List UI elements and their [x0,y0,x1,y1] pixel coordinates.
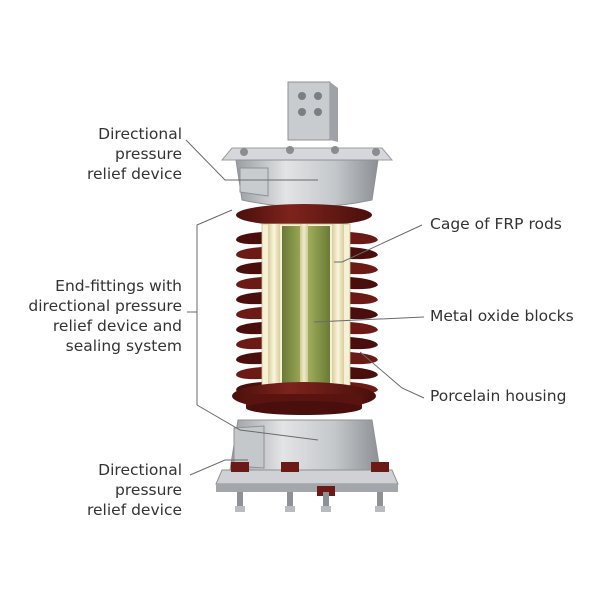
base-bolt [371,462,389,512]
porcelain-shed-left [236,367,262,380]
internal-core [261,223,351,393]
porcelain-shed-left [236,352,262,365]
leader-top-device [185,139,318,181]
label-porcelain-housing: Porcelain housing [430,387,567,405]
base-bolt [281,462,299,512]
label-line: relief device [86,165,182,183]
bottom-end-fitting [215,419,399,492]
frp-rod-right [332,224,344,392]
label-line: directional pressure [28,297,182,315]
porcelain-shed-right [350,352,378,365]
label-top-pressure-relief: Directional pressure relief device [52,124,182,184]
porcelain-shed-right [350,337,378,350]
porcelain-shed-left [236,322,262,335]
frp-rod-left [268,224,280,392]
porcelain-shed-right [350,262,378,275]
label-line: relief device and [52,317,182,335]
leader-lines [185,139,425,476]
porcelain-shed-right [350,292,378,305]
porcelain-shed-right [350,247,378,260]
leader-end-fittings [196,209,319,441]
label-line: Directional [98,461,182,479]
base-bolt [231,462,249,512]
porcelain-shed-left [236,337,262,350]
label-line: pressure [115,145,182,163]
leader-bottom-device [189,459,248,476]
porcelain-shed-left [236,277,262,290]
base-bolt [317,486,335,512]
porcelain-shed-right [350,367,378,380]
porcelain-shed-right [350,277,378,290]
base-bolts [231,462,389,512]
top-terminal-plate [287,81,338,142]
leader-cage [334,224,423,263]
label-end-fittings: End-fittings with directional pressure r… [2,276,182,356]
porcelain-shed-right [350,322,378,335]
label-line: relief device [86,501,182,519]
top-porcelain-flange [236,204,372,226]
label-line: pressure [115,481,182,499]
leader-housing [359,351,425,399]
porcelain-shed-right [350,232,378,245]
label-bottom-pressure-relief: Directional pressure relief device [52,460,182,520]
label-line: sealing system [65,337,182,355]
label-line: End-fittings with [55,277,182,295]
top-end-fitting [220,146,394,208]
porcelain-shed-left [236,247,262,260]
porcelain-shed-left [236,262,262,275]
porcelain-shed-right [350,307,378,320]
label-cage-frp-rods: Cage of FRP rods [430,215,562,233]
label-line: Directional [98,125,182,143]
porcelain-shed-left [236,307,262,320]
porcelain-shed-left [236,232,262,245]
leader-blocks [313,316,425,323]
label-metal-oxide-blocks: Metal oxide blocks [430,307,574,325]
porcelain-shed-left [236,292,262,305]
frp-rod-middle [300,224,308,392]
